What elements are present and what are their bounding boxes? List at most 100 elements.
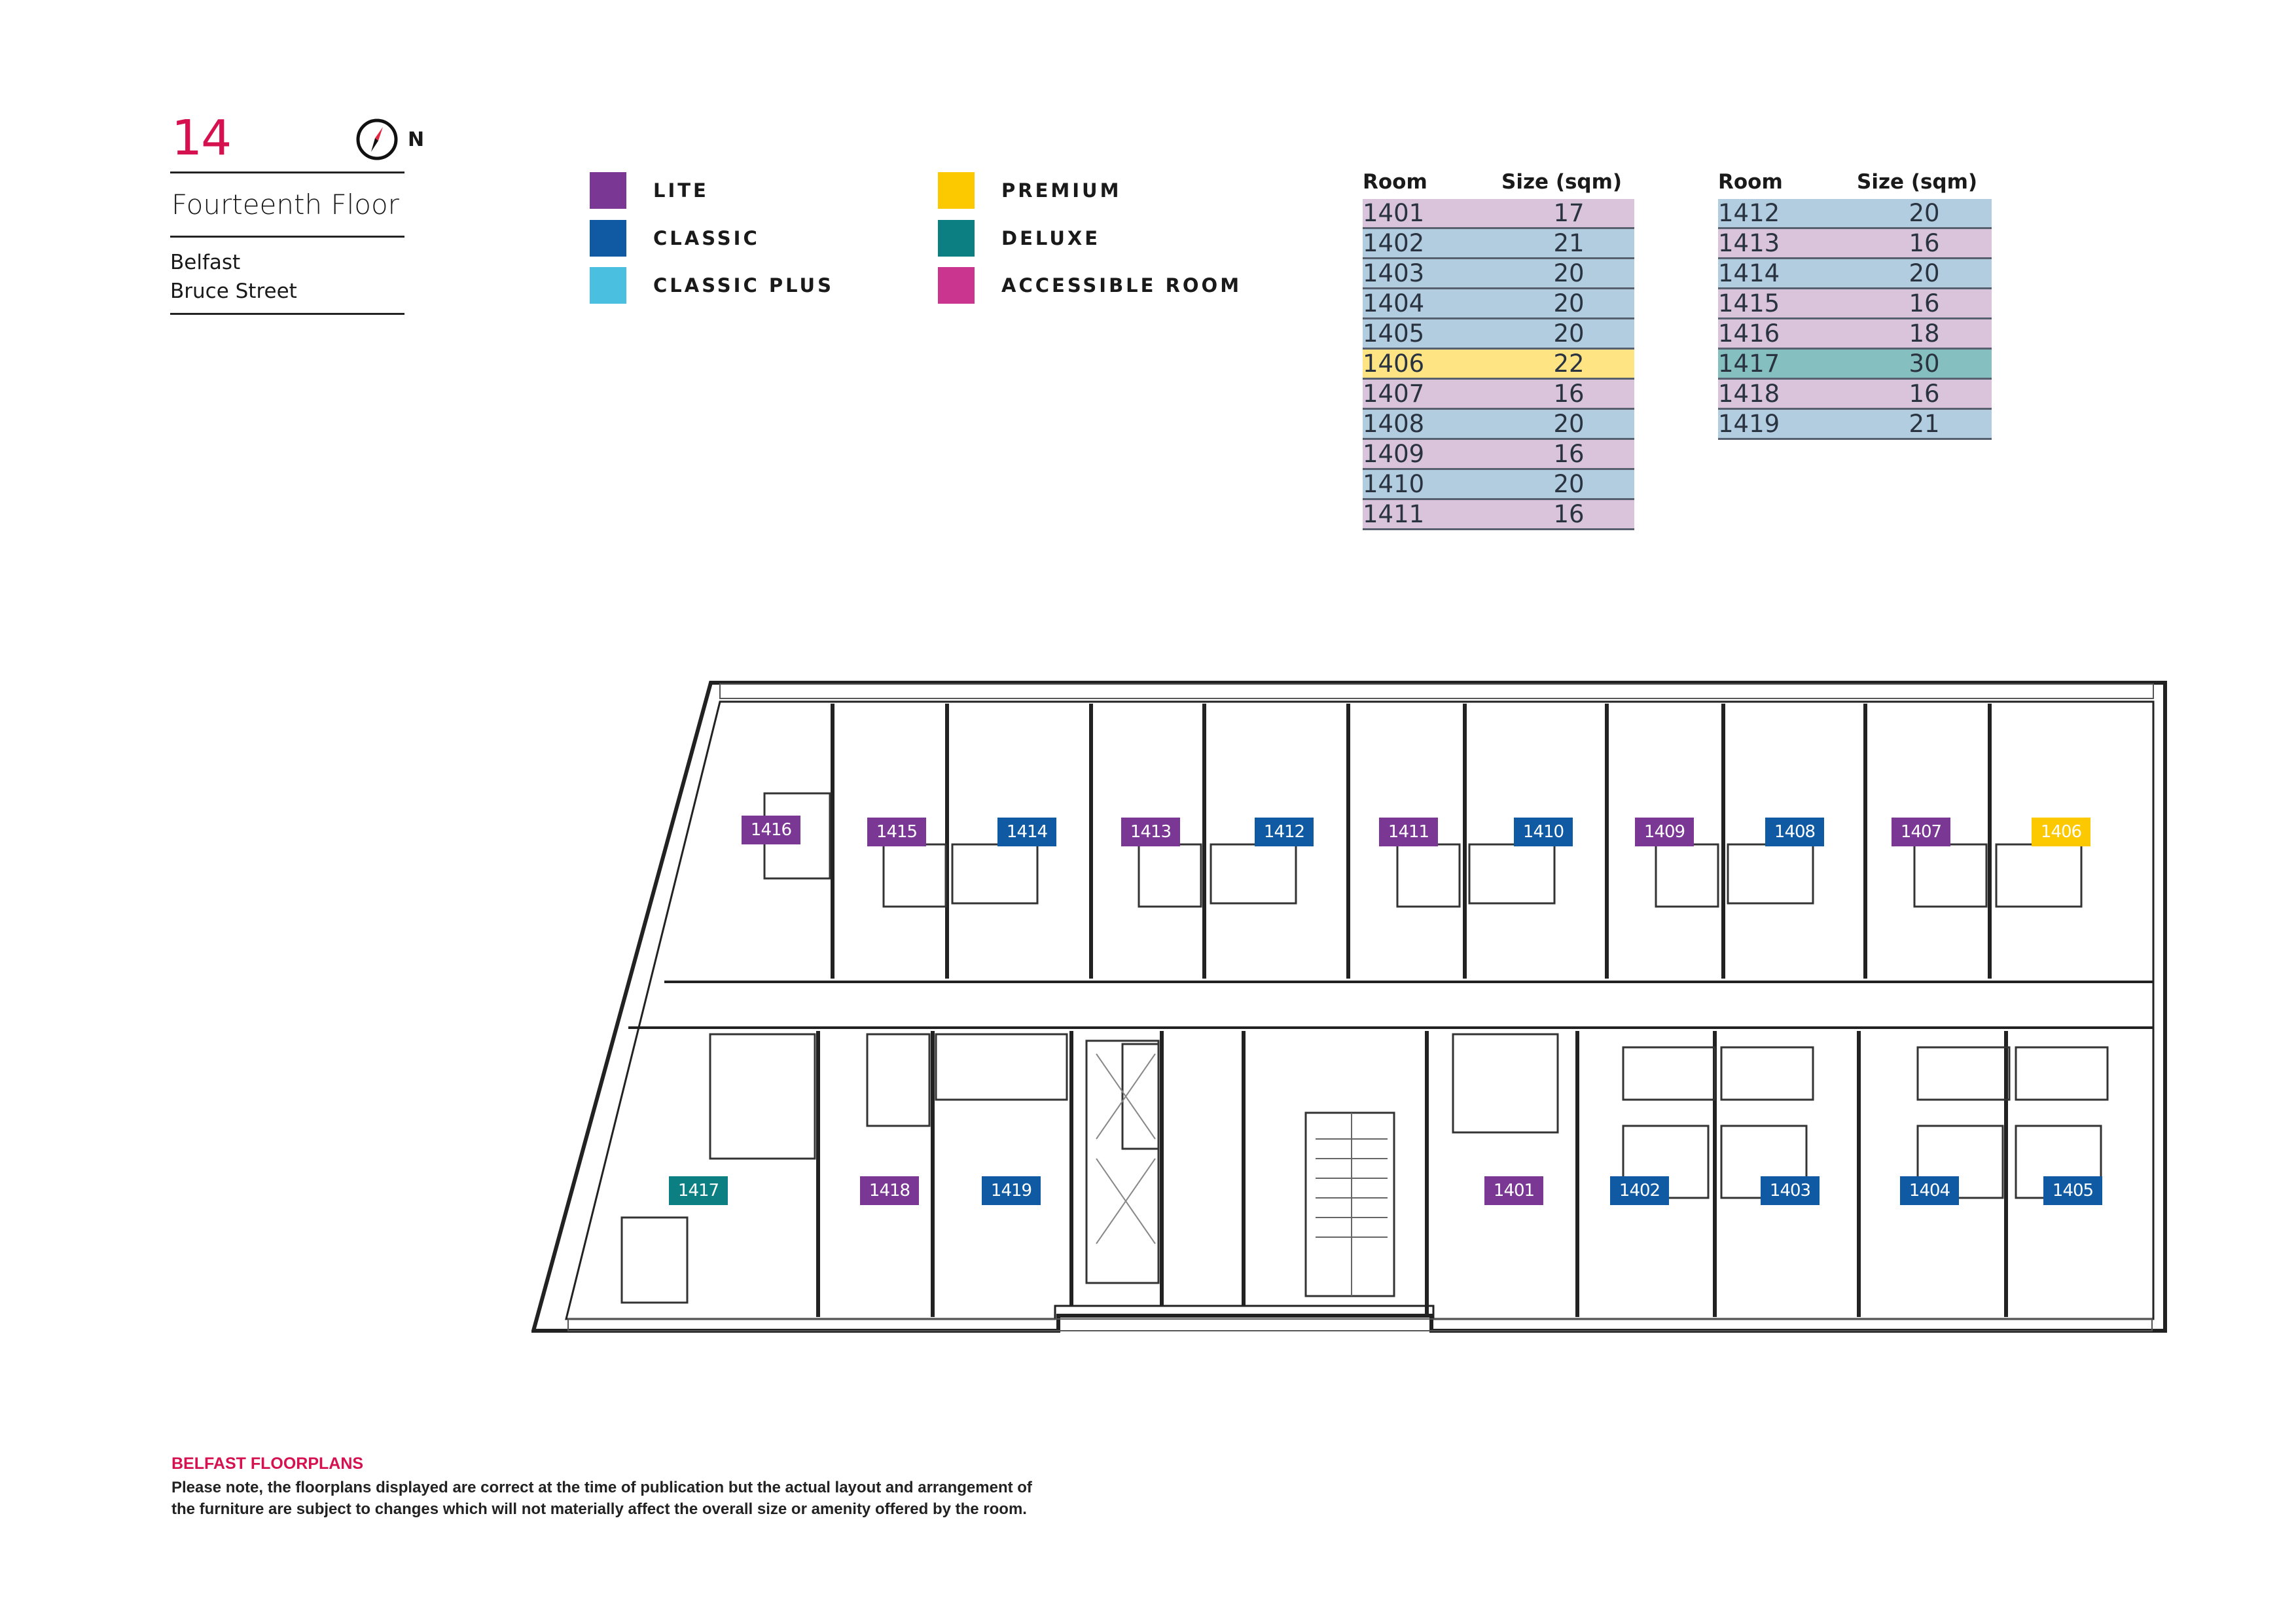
room-label-1406[interactable]: 1406 [2032,818,2090,846]
note-line-2: the furniture are subject to changes whi… [171,1500,1027,1518]
room-label-1411[interactable]: 1411 [1379,818,1438,846]
room-label-1409[interactable]: 1409 [1635,818,1694,846]
legend-label-deluxe: DELUXE [1001,227,1101,249]
divider [170,313,404,315]
table-row: 1414 20 [1718,259,1992,289]
north-label: N [408,128,425,151]
room-size: 21 [1553,229,1585,257]
table-header: Room Size (sqm) [1718,170,1992,194]
table-row: 1416 18 [1718,319,1992,350]
room-number: 1411 [1363,500,1425,528]
legend-label-accessible: ACCESSIBLE ROOM [1001,274,1242,297]
room-number: 1418 [1718,380,1780,408]
room-number: 1407 [1363,380,1425,408]
room-number: 1403 [1363,259,1425,287]
room-number: 1406 [1363,350,1425,378]
room-label-1417[interactable]: 1417 [669,1176,728,1205]
room-number: 1416 [1718,319,1780,348]
size-column-header: Size (sqm) [1501,170,1623,194]
legend-swatch-accessible [938,267,975,304]
table-row: 1409 16 [1363,440,1634,470]
room-number: 1402 [1363,229,1425,257]
room-size: 16 [1909,380,1940,408]
room-label-1407[interactable]: 1407 [1892,818,1950,846]
note-title: BELFAST FLOORPLANS [171,1454,364,1473]
table-row: 1401 17 [1363,199,1634,229]
room-number: 1408 [1363,410,1425,438]
room-size: 20 [1909,199,1940,227]
room-label-1408[interactable]: 1408 [1765,818,1824,846]
table-row: 1415 16 [1718,289,1992,319]
room-size: 30 [1909,350,1940,378]
room-size: 16 [1553,440,1585,468]
legend-label-premium: PREMIUM [1001,179,1122,202]
room-label-1410[interactable]: 1410 [1514,818,1573,846]
room-label-1418[interactable]: 1418 [860,1176,919,1205]
legend-swatch-deluxe [938,220,975,257]
room-label-1415[interactable]: 1415 [867,818,926,846]
table-row: 1418 16 [1718,380,1992,410]
room-size: 20 [1553,319,1585,348]
room-size: 16 [1553,380,1585,408]
city-label: Belfast [170,251,241,274]
room-label-1414[interactable]: 1414 [997,818,1056,846]
room-label-1403[interactable]: 1403 [1761,1176,1820,1205]
legend-swatch-premium [938,172,975,209]
room-number: 1410 [1363,470,1425,498]
floorplan-drawing [531,681,2167,1333]
room-column-header: Room [1363,170,1427,194]
room-size: 16 [1553,500,1585,528]
room-number: 1409 [1363,440,1425,468]
room-number: 1405 [1363,319,1425,348]
compass-icon [356,118,398,160]
room-size: 21 [1909,410,1940,438]
room-size: 16 [1909,229,1940,257]
divider [170,236,404,238]
room-size: 22 [1553,350,1585,378]
floor-number: 14 [171,110,232,166]
room-column-header: Room [1718,170,1783,194]
room-size: 20 [1553,259,1585,287]
room-number: 1401 [1363,199,1425,227]
table-row: 1417 30 [1718,350,1992,380]
note-line-1: Please note, the floorplans displayed ar… [171,1479,1032,1496]
room-size: 20 [1909,259,1940,287]
table-row: 1413 16 [1718,229,1992,259]
table-row: 1411 16 [1363,500,1634,530]
room-number: 1413 [1718,229,1780,257]
room-label-1413[interactable]: 1413 [1121,818,1180,846]
table-header: Room Size (sqm) [1363,170,1634,194]
table-row: 1403 20 [1363,259,1634,289]
room-label-1404[interactable]: 1404 [1900,1176,1959,1205]
room-size: 16 [1909,289,1940,317]
legend-swatch-lite [590,172,626,209]
street-label: Bruce Street [170,280,297,303]
legend-swatch-classic-plus [590,267,626,304]
table-row: 1407 16 [1363,380,1634,410]
room-label-1401[interactable]: 1401 [1484,1176,1543,1205]
room-number: 1417 [1718,350,1780,378]
legend-label-classic: CLASSIC [653,227,760,249]
room-label-1405[interactable]: 1405 [2043,1176,2102,1205]
room-size: 20 [1553,470,1585,498]
room-label-1402[interactable]: 1402 [1610,1176,1669,1205]
table-row: 1406 22 [1363,350,1634,380]
room-label-1419[interactable]: 1419 [982,1176,1041,1205]
room-number: 1414 [1718,259,1780,287]
divider [170,171,404,173]
room-size: 18 [1909,319,1940,348]
room-number: 1419 [1718,410,1780,438]
table-row: 1405 20 [1363,319,1634,350]
room-size: 20 [1553,289,1585,317]
room-size: 17 [1553,199,1585,227]
room-label-1412[interactable]: 1412 [1255,818,1314,846]
floor-title: Fourteenth Floor [171,189,399,221]
room-label-1416[interactable]: 1416 [742,816,800,844]
room-size: 20 [1553,410,1585,438]
size-column-header: Size (sqm) [1857,170,1978,194]
room-number: 1415 [1718,289,1780,317]
